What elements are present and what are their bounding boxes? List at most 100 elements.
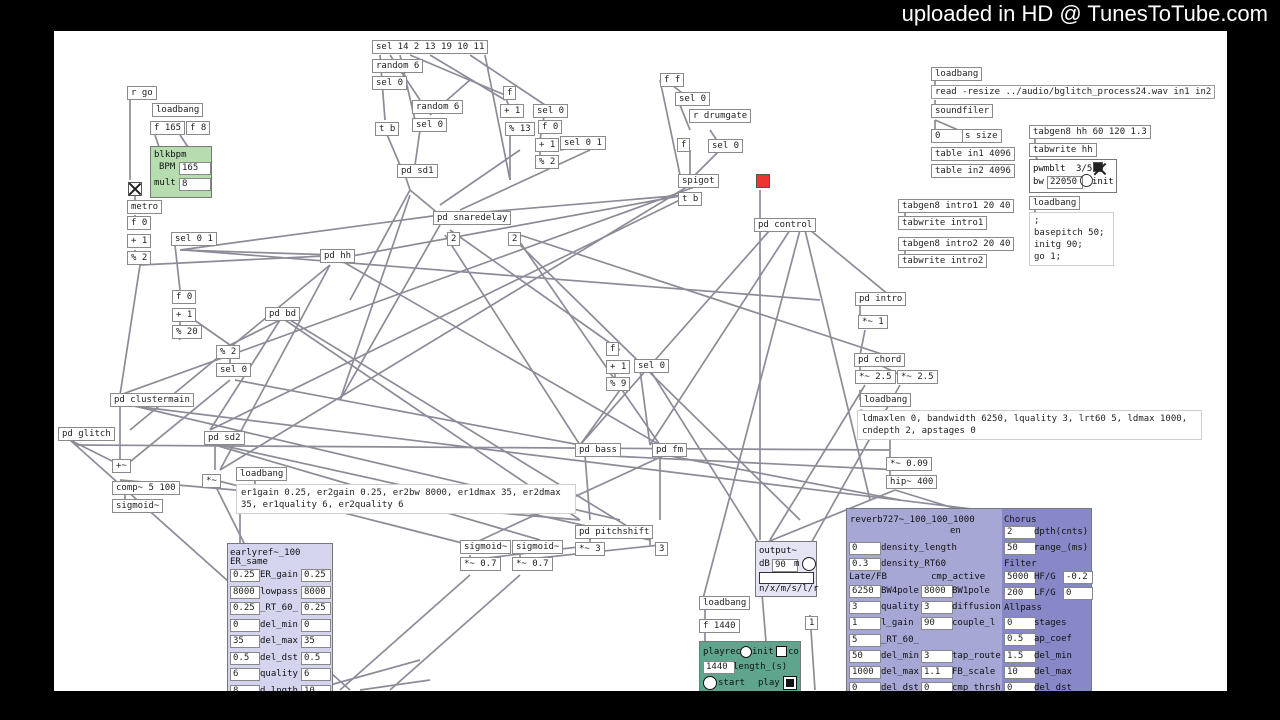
object-times07-a[interactable]: *~ 0.7	[460, 557, 501, 571]
reverb-number-2[interactable]: 8000	[921, 585, 953, 598]
object-read-msg[interactable]: read -resize ../audio/bglitch_process24.…	[931, 85, 1216, 99]
length-number[interactable]: 1440	[703, 661, 735, 674]
object-pd-intro[interactable]: pd intro	[855, 292, 907, 306]
object-tb-b[interactable]: t b	[678, 192, 703, 206]
object-times07-b[interactable]: *~ 0.7	[512, 557, 553, 571]
play-toggle[interactable]	[783, 676, 797, 690]
object-tabgen-intro2[interactable]: tabgen8 intro2 20 40	[898, 237, 1015, 251]
chorus-number[interactable]: 0.5	[1004, 633, 1036, 646]
object-f1440[interactable]: f 1440	[699, 619, 740, 633]
object-comp[interactable]: comp~ 5 100	[112, 481, 180, 495]
reverb-number[interactable]: 3	[849, 601, 881, 614]
object-sigmoid-c[interactable]: sigmoid~	[512, 540, 564, 554]
object-tabwrite-intro2[interactable]: tabwrite intro2	[898, 254, 988, 268]
object-r-drumgate[interactable]: r drumgate	[689, 109, 752, 123]
object-f0-n[interactable]: f 0	[172, 290, 197, 304]
object-sel0-a[interactable]: sel 0	[372, 76, 408, 90]
reverb-number-2[interactable]: 90	[921, 617, 953, 630]
er-right-number[interactable]: 0	[301, 618, 331, 632]
chorus-number[interactable]: 0	[1004, 617, 1036, 630]
er-left-number[interactable]: 0	[230, 618, 260, 632]
object-mod2-c[interactable]: % 2	[535, 155, 560, 169]
object-mod20[interactable]: % 20	[172, 325, 202, 339]
object-pd-bd[interactable]: pd bd	[265, 307, 301, 321]
object-f165[interactable]: f 165	[150, 121, 186, 135]
er-left-number[interactable]: 8000	[230, 585, 260, 599]
object-f0-m[interactable]: f 0	[127, 216, 152, 230]
reverb-number-2[interactable]: 1.1	[921, 666, 953, 679]
object-plus-tilde[interactable]: +~	[112, 459, 131, 473]
object-s-size[interactable]: s size	[961, 129, 1002, 143]
object-times25-b[interactable]: *~ 2.5	[897, 370, 938, 384]
object-soundfiler[interactable]: soundfiler	[931, 104, 994, 118]
object-mod9[interactable]: % 9	[606, 377, 631, 391]
object-pd-sd2[interactable]: pd sd2	[204, 431, 245, 445]
object-two-b[interactable]: 2	[508, 232, 522, 246]
object-sel0-b[interactable]: sel 0	[412, 118, 448, 132]
object-sel0-e[interactable]: sel 0	[708, 139, 744, 153]
object-pd-fm[interactable]: pd fm	[652, 443, 688, 457]
er-left-number[interactable]: 6	[230, 668, 260, 681]
reverb-number-2[interactable]: 0	[921, 682, 953, 691]
object-tabwrite-intro1[interactable]: tabwrite intro1	[898, 216, 988, 230]
object-times009[interactable]: *~ 0.09	[886, 457, 932, 471]
reverb-number[interactable]: 0.3	[849, 558, 881, 571]
object-mod2-m[interactable]: % 2	[127, 251, 152, 265]
playrec-toggle[interactable]	[776, 646, 787, 657]
object-times1[interactable]: *~ 1	[858, 315, 888, 329]
db-number[interactable]: 90	[772, 559, 798, 572]
reverb-number-2[interactable]: 3	[921, 601, 953, 614]
er-left-number[interactable]: 0.25	[230, 602, 260, 615]
er-right-number[interactable]: 10	[301, 684, 331, 691]
chorus-number[interactable]: 2	[1004, 526, 1036, 539]
object-sel0-o[interactable]: sel 0	[216, 363, 252, 377]
object-plus1-p[interactable]: + 1	[606, 360, 631, 374]
object-hip400[interactable]: hip~ 400	[886, 475, 938, 489]
object-sel01-m[interactable]: sel 0 1	[171, 232, 217, 246]
object-random6-b[interactable]: random 6	[412, 100, 464, 114]
object-loadbang-a[interactable]: loadbang	[152, 103, 204, 117]
toggle[interactable]	[128, 182, 142, 196]
chorus-number[interactable]: 200	[1004, 587, 1036, 600]
er-right-number[interactable]: 0.25	[301, 602, 331, 615]
er-right-number[interactable]: 0.5	[301, 651, 331, 665]
object-pd-pitchshift[interactable]: pd pitchshift	[575, 525, 654, 539]
object-pd-snaredelay[interactable]: pd snaredelay	[433, 211, 512, 225]
chorus-number-2[interactable]: -0.2	[1063, 571, 1093, 584]
object-pd-chord[interactable]: pd chord	[854, 353, 906, 367]
object-f-p[interactable]: f	[606, 342, 620, 356]
playrec-init-bang[interactable]	[740, 646, 752, 658]
object-mod13[interactable]: % 13	[505, 122, 535, 136]
er-left-number[interactable]: 0.25	[230, 569, 260, 582]
start-bang[interactable]	[703, 676, 717, 690]
object-loadbang-e[interactable]: loadbang	[931, 67, 983, 81]
reverb-number[interactable]: 1	[849, 617, 881, 630]
mult-number[interactable]: 8	[179, 178, 211, 191]
object-sel-rand[interactable]: sel 14 2 13 19 10 11	[372, 40, 489, 54]
er-left-number[interactable]: 35	[230, 635, 260, 648]
object-pd-hh[interactable]: pd hh	[320, 249, 356, 263]
er-right-number[interactable]: 6	[301, 668, 331, 681]
dsp-bang-icon[interactable]	[802, 557, 816, 571]
bw-number[interactable]: 22050	[1047, 176, 1083, 189]
object-loadbang-d[interactable]: loadbang	[699, 596, 751, 610]
object-pd-clustermain[interactable]: pd clustermain	[110, 393, 194, 407]
object-times25-a[interactable]: *~ 2.5	[855, 370, 896, 384]
chorus-number[interactable]: 0	[1004, 682, 1036, 691]
object-times-tilde-a[interactable]: *~	[202, 474, 221, 488]
reverb-number[interactable]: 1000	[849, 666, 881, 679]
message-init-msg[interactable]: ; basepitch 50; initg 90; go 1;	[1029, 212, 1114, 266]
object-sigmoid-b[interactable]: sigmoid~	[460, 540, 512, 554]
object-three-b[interactable]: 3	[655, 542, 669, 556]
object-table-in1[interactable]: table in1 4096	[931, 147, 1015, 161]
reverb-number[interactable]: 0	[849, 542, 881, 555]
chorus-number[interactable]: 5000	[1004, 571, 1036, 584]
object-loadbang-b[interactable]: loadbang	[236, 467, 288, 481]
reverb-number[interactable]: 6250	[849, 585, 881, 598]
reverb-number[interactable]: 50	[849, 650, 881, 663]
reverb-number[interactable]: 0	[849, 682, 881, 691]
message-chord-msg[interactable]: ldmaxlen 0, bandwidth 6250, lquality 3, …	[857, 410, 1202, 440]
object-f-d[interactable]: f	[677, 138, 691, 152]
chorus-number[interactable]: 1.5	[1004, 650, 1036, 663]
object-tb-a[interactable]: t b	[375, 122, 400, 136]
